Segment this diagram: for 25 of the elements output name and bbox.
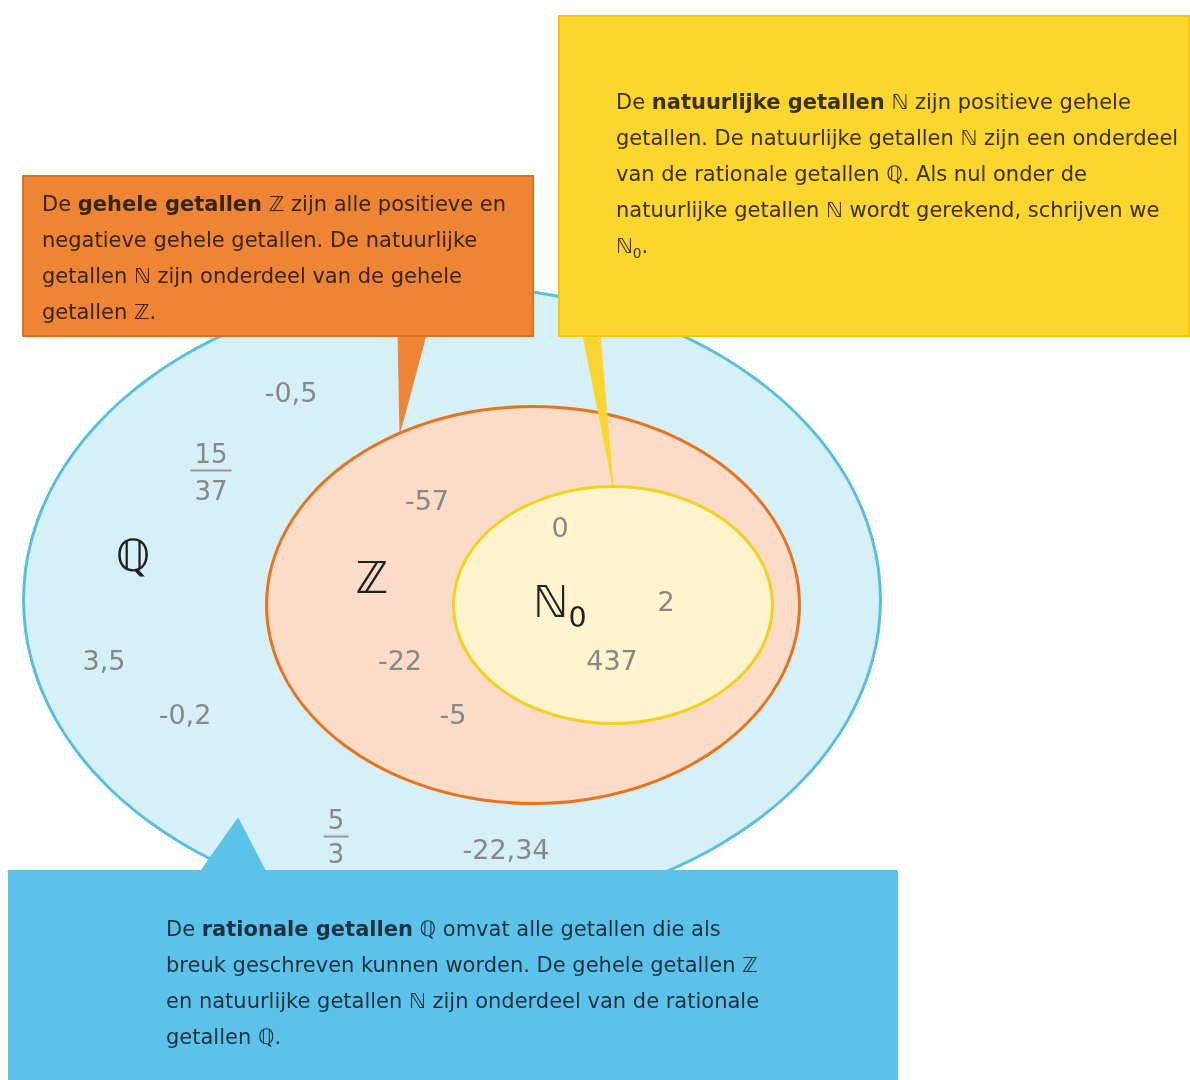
- callout-pointer: [582, 334, 614, 487]
- fraction-denominator: 3: [327, 841, 345, 867]
- fraction-numerator: 15: [190, 440, 232, 472]
- number-label: -0,5: [264, 378, 318, 406]
- number-label: -5: [439, 700, 467, 728]
- number-label: -0,2: [158, 700, 212, 728]
- number-label: 437: [586, 646, 638, 674]
- callout-box: [8, 870, 898, 1080]
- callout-text: De rationale getallen ℚ omvat alle getallen die als breuk geschreven kunnen worden. De gehele getallen ℤ en natuurlijke getallen ℕ zijn onderdeel van de rationale getallen ℚ.: [166, 916, 761, 1051]
- fraction-numerator: 5: [323, 806, 349, 838]
- set-symbol: ℚ: [115, 534, 151, 578]
- number-label: 2: [657, 587, 675, 615]
- callout-pointer: [397, 334, 427, 433]
- fraction-denominator: 37: [194, 478, 228, 504]
- number-label: -22: [377, 646, 423, 674]
- set-symbol: ℤ: [355, 556, 389, 600]
- number-label: -57: [404, 486, 450, 514]
- number-label: -22,34: [462, 835, 550, 863]
- callout-text: De gehele getallen ℤ zijn alle positieve en negatieve gehele getallen. De natuurlijke getallen ℕ zijn onderdeel van de gehele getallen ℤ.: [42, 191, 508, 326]
- callout-pointer: [199, 817, 267, 873]
- callout-box: [22, 175, 534, 337]
- number-label: 0: [551, 513, 569, 541]
- number-label: 3,5: [82, 646, 126, 674]
- callout-text: De natuurlijke getallen ℕ zijn positieve gehele getallen. De natuurlijke getallen ℕ zijn een onderdeel van de rationale getallen ℚ. Als nul onder de natuurlijke getallen ℕ wordt gerekend, schrijven we ℕ$_{0}$.: [616, 89, 1180, 263]
- callout-box: [558, 15, 1190, 337]
